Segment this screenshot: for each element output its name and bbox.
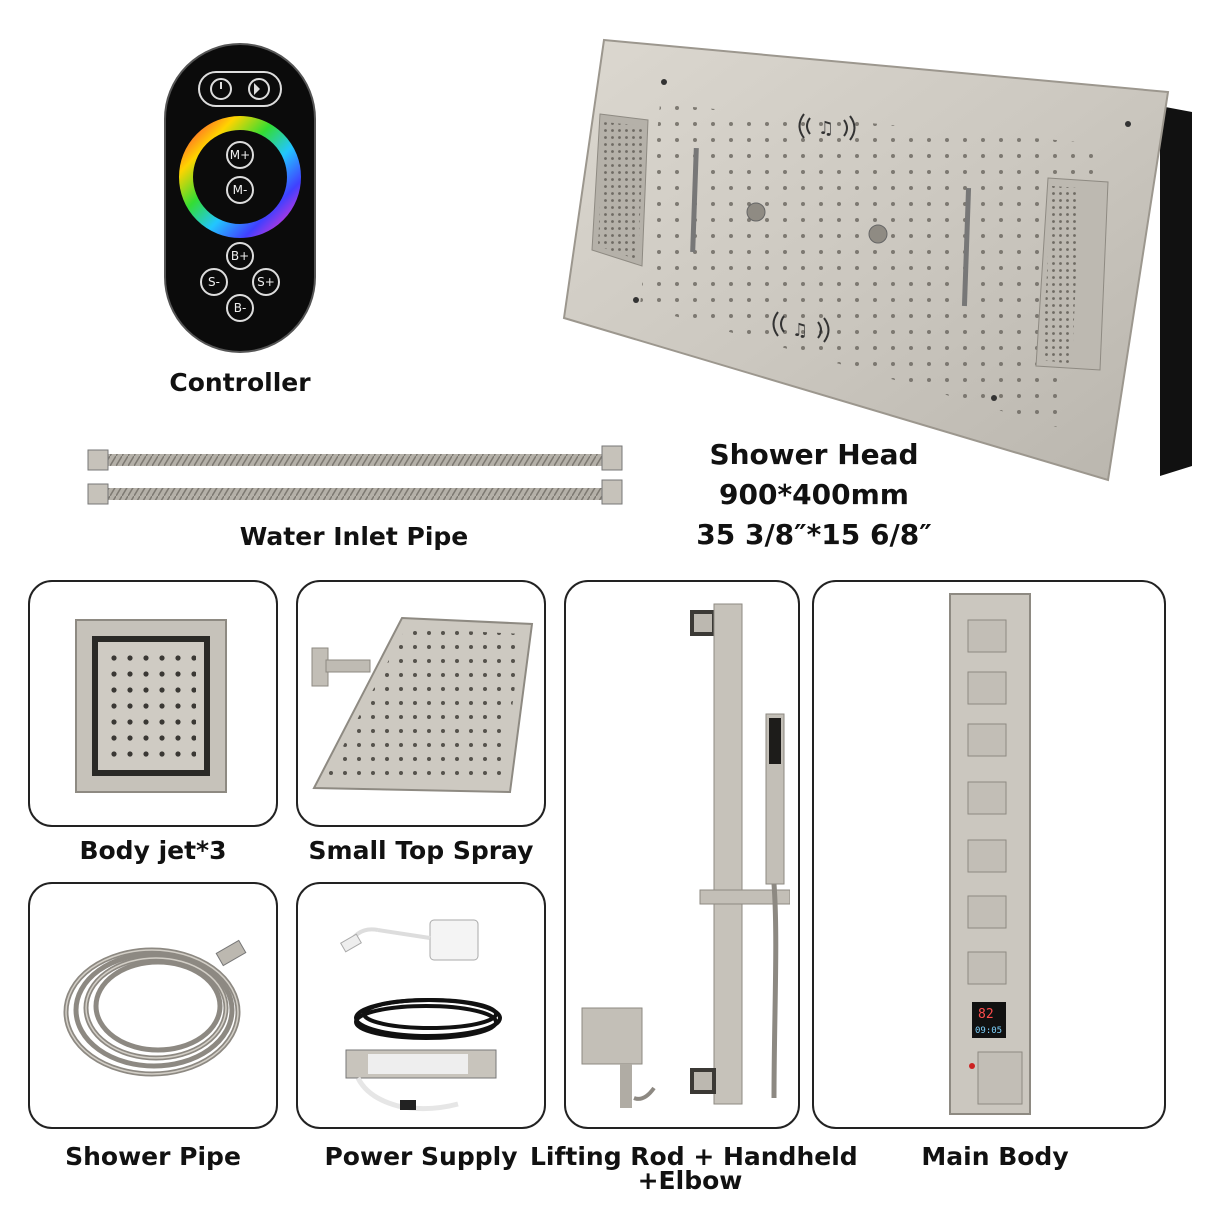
- shower-head-size-mm: 900*400mm: [719, 478, 909, 511]
- svg-text:♫: ♫: [792, 320, 808, 341]
- remote-button-s-plus: S+: [257, 275, 275, 289]
- lifting-rod-label-line1: Lifting Rod + Handheld: [530, 1142, 858, 1171]
- remote-button-b-minus: B-: [234, 301, 247, 315]
- small-top-spray-label: Small Top Spray: [308, 836, 534, 865]
- lifting-rod-card: [564, 580, 800, 1129]
- power-supply-label: Power Supply: [324, 1142, 518, 1171]
- shower-head-title: Shower Head: [709, 438, 919, 471]
- remote-button-m-minus: M-: [233, 183, 248, 197]
- water-inlet-label: Water Inlet Pipe: [239, 522, 469, 551]
- shower-head-panel: ♫ ♫: [560, 36, 1200, 482]
- svg-text:♫: ♫: [818, 118, 834, 139]
- body-jet-label: Body jet*3: [79, 836, 227, 865]
- main-body-label: Main Body: [921, 1142, 1069, 1171]
- body-jet-card: [28, 580, 278, 827]
- controller-remote: M+ M- B+ S- S+ B-: [163, 42, 317, 354]
- remote-button-s-minus: S-: [208, 275, 220, 289]
- display-temp: 82: [978, 1007, 994, 1022]
- shower-head-size-in: 35 3/8″*15 6/8″: [696, 518, 932, 551]
- small-top-spray-card: [296, 580, 546, 827]
- main-body-card: 82 09:05: [812, 580, 1166, 1129]
- display-time: 09:05: [975, 1026, 1002, 1036]
- remote-button-b-plus: B+: [231, 249, 249, 263]
- water-inlet-pipes: [80, 436, 630, 516]
- remote-button-m-plus: M+: [230, 148, 250, 162]
- shower-pipe-card: [28, 882, 278, 1129]
- controller-label: Controller: [169, 368, 311, 397]
- shower-pipe-label: Shower Pipe: [65, 1142, 241, 1171]
- lifting-rod-label-line2: +Elbow: [637, 1166, 743, 1195]
- power-supply-card: [296, 882, 546, 1129]
